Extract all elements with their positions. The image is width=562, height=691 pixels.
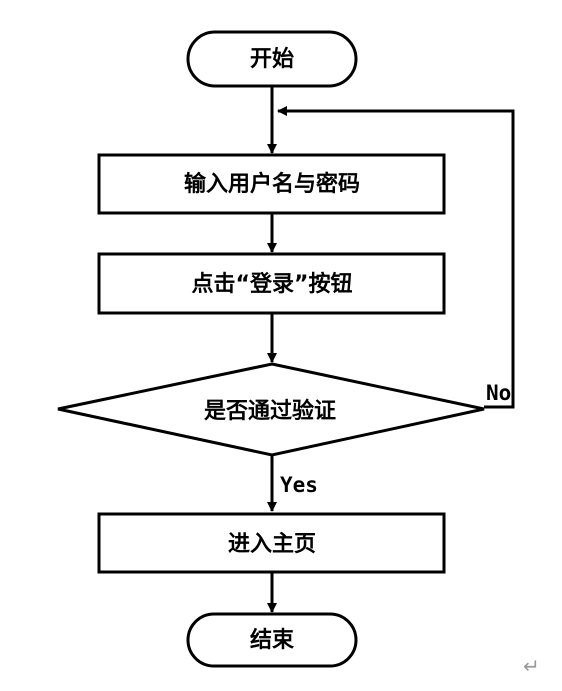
edge-verify-to-input-loop [277, 106, 515, 409]
click-label: 点击“登录”按钮 [192, 271, 353, 297]
home-label: 进入主页 [228, 532, 316, 557]
node-start: 开始 [186, 30, 358, 88]
input-label: 输入用户名与密码 [184, 171, 360, 197]
return-mark: ↵ [523, 654, 540, 678]
edge-label-yes: Yes [280, 473, 318, 497]
node-click: 点击“登录”按钮 [97, 252, 446, 315]
start-shape [186, 30, 358, 88]
end-label: 结束 [250, 627, 295, 653]
node-end: 结束 [186, 612, 358, 668]
home-shape [97, 512, 446, 574]
start-label: 开始 [250, 46, 294, 72]
click-shape [97, 252, 446, 315]
input-shape [97, 153, 446, 215]
end-shape [186, 612, 358, 668]
node-input: 输入用户名与密码 [97, 153, 446, 215]
verify-label: 是否通过验证 [204, 398, 336, 424]
edge-label-no: No [486, 381, 511, 405]
verify-shape [57, 362, 485, 457]
node-home: 进入主页 [97, 512, 446, 574]
connectors [267, 86, 515, 613]
node-verify: 是否通过验证 [57, 362, 485, 457]
